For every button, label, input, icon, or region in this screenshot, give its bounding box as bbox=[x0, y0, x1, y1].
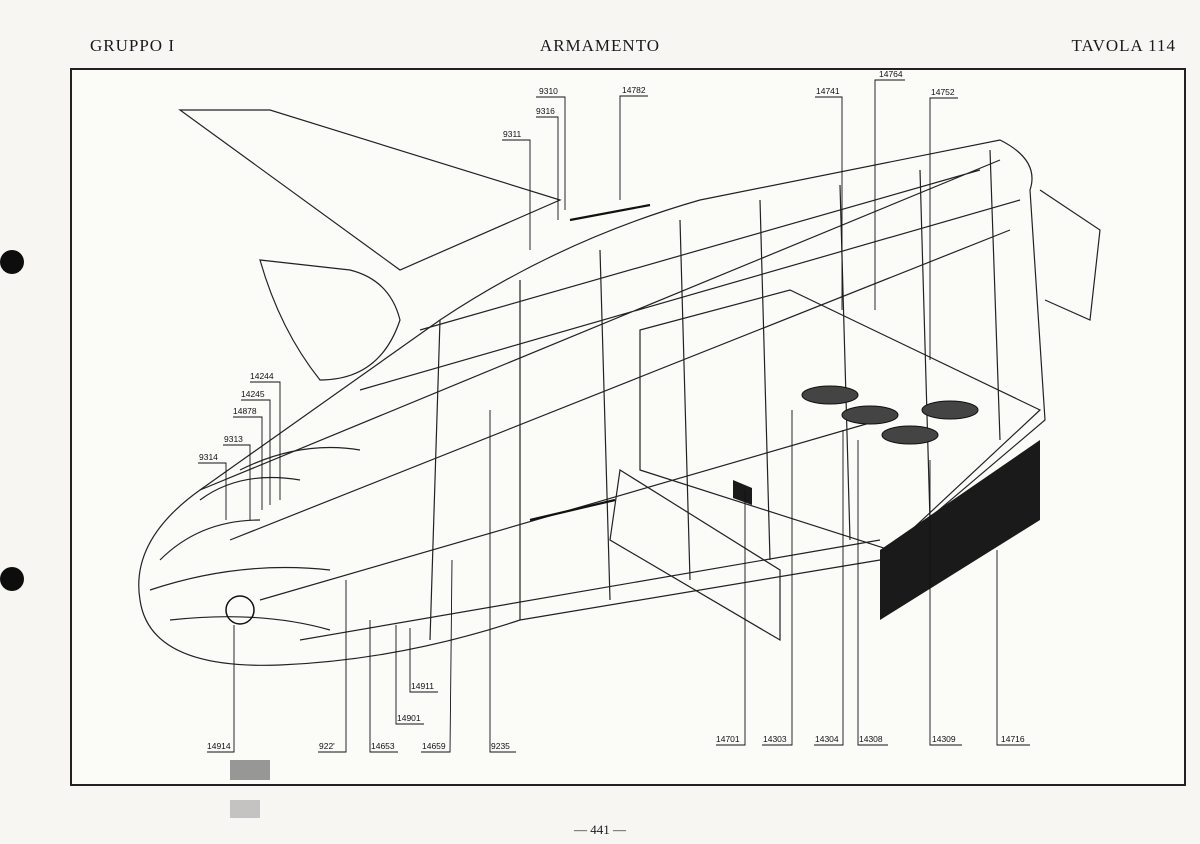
punch-hole-bottom bbox=[0, 567, 24, 591]
callout-14303: 14303 bbox=[763, 734, 787, 744]
callout-14244: 14244 bbox=[250, 371, 274, 381]
callout-14245: 14245 bbox=[241, 389, 265, 399]
nose-frames bbox=[149, 446, 361, 631]
bomb-1 bbox=[801, 385, 859, 405]
wing-root bbox=[609, 469, 781, 642]
callout-9314: 9314 bbox=[199, 452, 218, 462]
bomb-rack bbox=[880, 440, 1040, 620]
callout-14659: 14659 bbox=[422, 741, 446, 751]
group-heading: GRUPPO I bbox=[90, 36, 175, 55]
callout-9310: 9310 bbox=[539, 86, 558, 96]
fuselage-frames bbox=[429, 149, 1001, 641]
callout-9235: 9235 bbox=[491, 741, 510, 751]
nose-gun-mount bbox=[225, 595, 255, 625]
page-number: — 441 — bbox=[574, 822, 626, 837]
callout-14752: 14752 bbox=[931, 87, 955, 97]
callout-14914: 14914 bbox=[207, 741, 231, 751]
dorsal-gun bbox=[569, 203, 651, 222]
tail-section bbox=[1039, 189, 1101, 321]
callout-922: 922' bbox=[319, 741, 335, 751]
bomb-4 bbox=[921, 400, 979, 420]
callout-9316: 9316 bbox=[536, 106, 555, 116]
callout-14716: 14716 bbox=[1001, 734, 1025, 744]
callout-14653: 14653 bbox=[371, 741, 395, 751]
ink-smudge-2 bbox=[230, 800, 260, 818]
ventral-gun bbox=[529, 498, 616, 522]
callout-14309: 14309 bbox=[932, 734, 956, 744]
callout-14764: 14764 bbox=[879, 69, 903, 79]
bomb-bay bbox=[639, 289, 1042, 551]
plate-number: TAVOLA 114 bbox=[1071, 36, 1176, 55]
callout-14308: 14308 bbox=[859, 734, 883, 744]
punch-hole-top bbox=[0, 250, 24, 274]
engine-nacelle bbox=[259, 259, 401, 381]
callout-14901: 14901 bbox=[397, 713, 421, 723]
callout-14741: 14741 bbox=[816, 86, 840, 96]
ink-smudge bbox=[230, 760, 270, 780]
bomb-rack-small bbox=[733, 480, 752, 505]
section-title: ARMAMENTO bbox=[539, 36, 661, 55]
wing-leading-edge bbox=[178, 109, 562, 271]
bomb-2 bbox=[841, 405, 899, 425]
bomb-3 bbox=[881, 425, 939, 445]
callout-14911: 14911 bbox=[411, 681, 434, 691]
callout-14701: 14701 bbox=[716, 734, 740, 744]
callout-9311: 9311 bbox=[503, 129, 522, 139]
callout-14878: 14878 bbox=[233, 406, 257, 416]
callout-14782: 14782 bbox=[622, 85, 646, 95]
fuselage-outline bbox=[138, 139, 1046, 666]
callout-9313: 9313 bbox=[224, 434, 243, 444]
callout-14304: 14304 bbox=[815, 734, 839, 744]
